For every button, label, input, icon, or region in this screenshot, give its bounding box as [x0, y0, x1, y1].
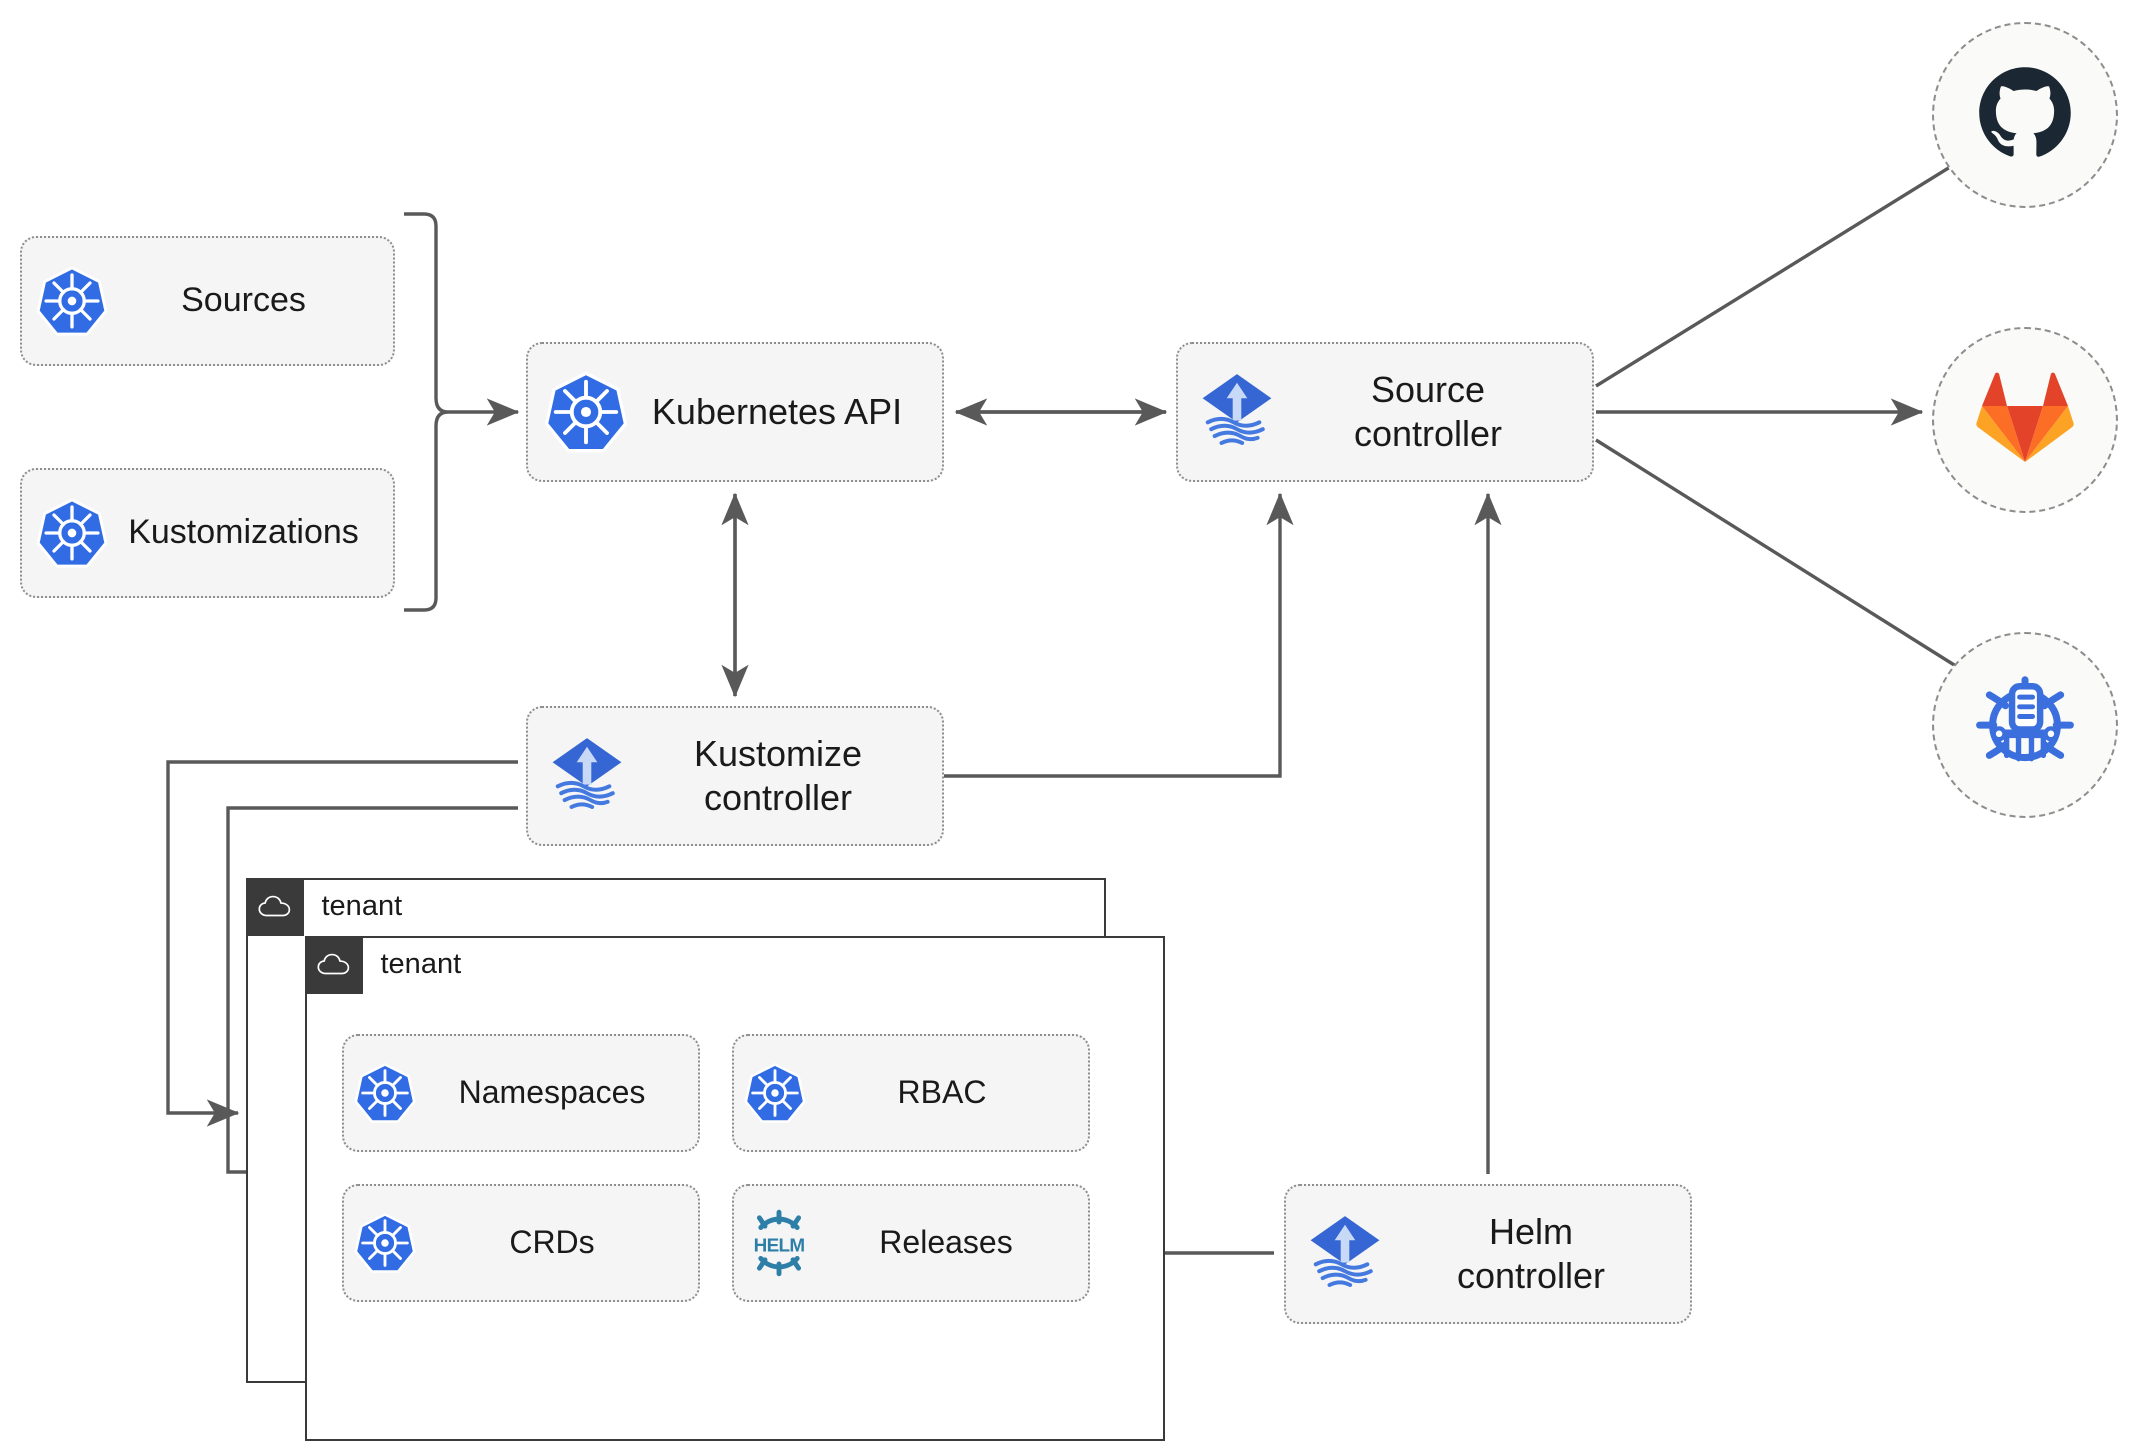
kubernetes-icon	[36, 497, 108, 569]
helm-icon: HELM	[744, 1208, 814, 1278]
kubernetes-icon	[544, 370, 628, 454]
wire-srcctl-to-oci	[1595, 438, 2012, 702]
node-kubernetes-api[interactable]: Kubernetes API	[526, 342, 944, 482]
tenant-header: tenant	[304, 935, 462, 994]
node-label: Namespaces	[458, 1074, 646, 1111]
kubernetes-icon	[36, 265, 108, 337]
node-label: Source controller	[1353, 369, 1503, 454]
tenant-label: tenant	[321, 890, 403, 922]
tenant-label: tenant	[380, 948, 462, 980]
wire-kzctl-to-srcctl	[944, 492, 1294, 778]
provider-oci-registry[interactable]	[1932, 632, 2118, 818]
node-kustomizations[interactable]: Kustomizations	[20, 468, 395, 598]
node-kustomize-controller[interactable]: Kustomize controller	[526, 706, 944, 846]
node-label: Kustomizations	[128, 513, 359, 552]
flux-icon	[1302, 1211, 1388, 1297]
flux-icon	[1194, 369, 1280, 455]
kubernetes-icon	[354, 1212, 416, 1274]
oci-registry-icon	[1971, 669, 2079, 782]
kubernetes-icon	[744, 1062, 806, 1124]
node-label: CRDs	[509, 1224, 595, 1261]
node-label: Releases	[879, 1224, 1013, 1261]
node-namespaces[interactable]: Namespaces	[342, 1034, 700, 1152]
node-source-controller[interactable]: Source controller	[1176, 342, 1594, 482]
node-rbac[interactable]: RBAC	[732, 1034, 1090, 1152]
node-releases[interactable]: HELM Releases	[732, 1184, 1090, 1302]
group-bracket	[404, 212, 449, 612]
tenant-header: tenant	[245, 877, 403, 936]
provider-gitlab[interactable]	[1932, 327, 2118, 513]
provider-github[interactable]	[1932, 22, 2118, 208]
node-label: Sources	[181, 281, 306, 320]
node-label: Kustomize controller	[693, 733, 863, 818]
github-icon	[1973, 61, 2077, 170]
svg-text:HELM: HELM	[754, 1235, 805, 1256]
flux-icon	[544, 733, 630, 819]
node-sources[interactable]: Sources	[20, 236, 395, 366]
node-helm-controller[interactable]: Helm controller	[1284, 1184, 1692, 1324]
node-label: RBAC	[897, 1074, 987, 1111]
gitlab-icon	[1975, 370, 2075, 471]
cloud-icon	[245, 877, 304, 936]
node-crds[interactable]: CRDs	[342, 1184, 700, 1302]
node-label: Kubernetes API	[651, 391, 903, 433]
kubernetes-icon	[354, 1062, 416, 1124]
diagram-canvas: Sources Kustomizations	[20, 22, 2118, 1441]
node-label: Helm controller	[1456, 1211, 1606, 1296]
cloud-icon	[304, 935, 363, 994]
